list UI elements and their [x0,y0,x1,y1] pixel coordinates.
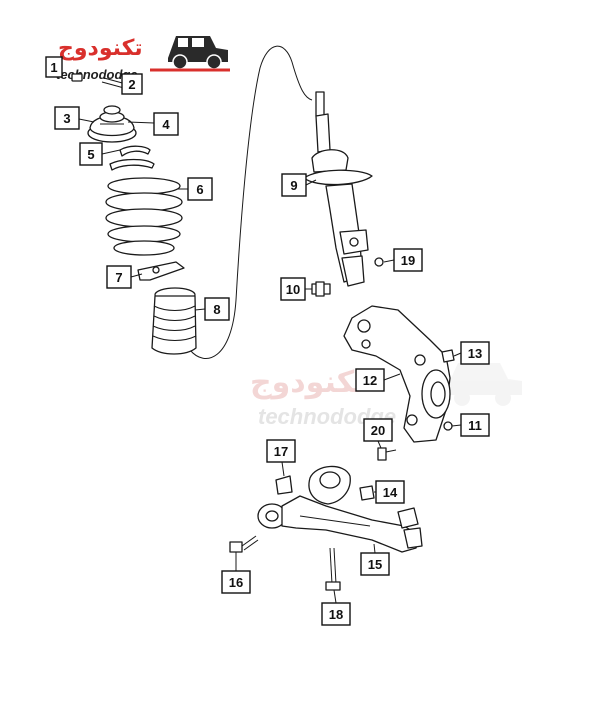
callout-16-label: 16 [229,575,243,590]
lower-control-arm [257,465,423,553]
logo-arabic: تكنودوج [58,36,143,61]
callout-10: 10 [280,277,306,301]
callout-2-label: 2 [128,77,135,92]
control-arm-bolt-rear [325,547,341,591]
logo: تكنودوج technododge [56,36,230,82]
steering-knuckle [343,305,451,443]
callout-9-label: 9 [290,178,297,193]
callout-14: 14 [375,480,405,504]
knuckle-nut-lower [443,421,453,431]
callout-4-label: 4 [162,117,170,132]
jeep-icon [150,36,230,72]
strut-mount [87,105,137,143]
callout-5: 5 [79,142,103,166]
callout-13-label: 13 [468,346,482,361]
callout-10-label: 10 [286,282,300,297]
callout-19: 19 [393,248,423,272]
callout-17: 17 [266,439,296,463]
callout-14-label: 14 [383,485,398,500]
callout-9: 9 [281,173,307,197]
control-arm-bracket [275,475,293,495]
knuckle-bolt [377,447,397,461]
callout-20: 20 [363,418,393,442]
callout-4: 4 [153,112,179,136]
watermark-arabic: تكنودوج [250,365,365,400]
callout-8-label: 8 [213,302,220,317]
callout-12-label: 12 [363,373,377,388]
spring-isolator-upper [109,145,155,171]
strut-assembly [303,91,373,287]
spring-isolator-lower [137,261,185,281]
upper-nut [71,73,127,89]
strut-nut [374,257,384,267]
callout-11-label: 11 [468,418,482,433]
callout-16: 16 [221,570,251,594]
watermark-jeep-icon [448,363,522,406]
callout-12: 12 [355,368,385,392]
callout-11: 11 [460,413,490,437]
callout-2: 2 [121,73,143,95]
knuckle-nut-upper [441,349,455,363]
callout-1: 1 [45,56,63,78]
abs-wire [189,45,313,359]
callout-18: 18 [321,602,351,626]
strut-bolt [311,281,331,297]
callout-6: 6 [187,177,213,201]
callout-3-label: 3 [63,111,70,126]
leader-lines [78,118,462,604]
callout-7-label: 7 [115,270,122,285]
callout-1-label: 1 [50,60,57,75]
callout-15: 15 [360,552,390,576]
callout-17-label: 17 [274,444,288,459]
callout-20-label: 20 [371,423,385,438]
dust-boot [151,287,197,355]
coil-spring [105,177,183,256]
ball-joint-nut [359,485,375,501]
callout-13: 13 [460,341,490,365]
callout-3: 3 [54,106,80,130]
callout-18-label: 18 [329,607,343,622]
control-arm-bolt-front [229,535,259,553]
callout-19-label: 19 [401,253,415,268]
callout-6-label: 6 [196,182,203,197]
callout-15-label: 15 [368,557,382,572]
callout-7: 7 [106,265,132,289]
callout-5-label: 5 [87,147,94,162]
callout-8: 8 [204,297,230,321]
callouts: 1 2 3 4 5 6 7 8 [45,56,490,626]
watermark: تكنودوج technododge [250,363,522,429]
